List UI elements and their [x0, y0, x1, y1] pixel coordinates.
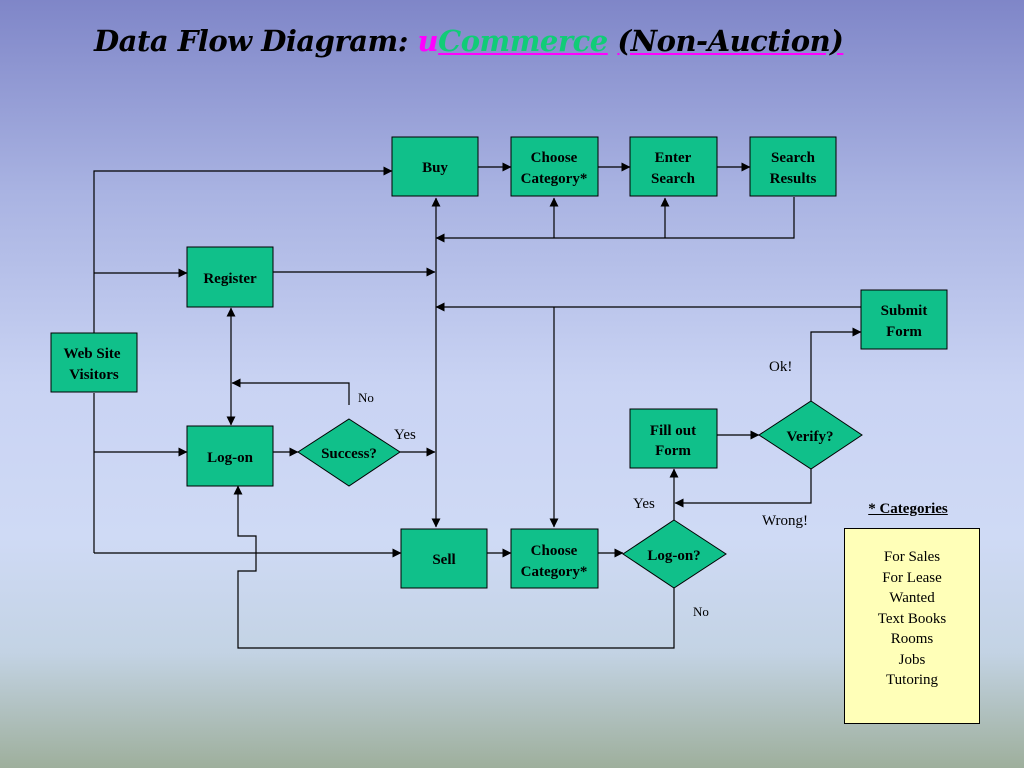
legend-item: For Sales	[883, 549, 941, 565]
label-success: Success?	[321, 446, 377, 462]
edge-label-no-success: No	[358, 390, 374, 405]
label-verify: Verify?	[787, 429, 834, 445]
label-log-on: Log-on	[207, 450, 254, 466]
edge-label-yes-logon: Yes	[633, 496, 655, 512]
node-submit-form	[860, 289, 948, 350]
title-non-auction: (Non-Auction)	[617, 24, 844, 58]
label-log-on-decision: Log-on?	[647, 548, 700, 564]
edge-label-yes-success: Yes	[394, 427, 416, 443]
categories-legend: For Sales For Lease Wanted Text Books Ro…	[844, 528, 980, 724]
edge-label-no-logon: No	[693, 604, 709, 619]
node-web-site-visitors	[50, 332, 138, 393]
legend-item: Wanted	[889, 590, 935, 606]
legend-item: Tutoring	[886, 672, 938, 688]
node-search-results	[749, 136, 837, 197]
edge-label-ok: Ok!	[769, 359, 792, 375]
node-enter-search	[629, 136, 718, 197]
title-prefix: Data Flow Diagram:	[94, 24, 418, 58]
node-buy	[391, 136, 479, 197]
node-success-decision	[297, 418, 401, 487]
edge-label-wrong: Wrong!	[762, 513, 808, 529]
node-fill-out-form	[629, 408, 718, 469]
node-sell	[400, 528, 488, 589]
node-choose-category-buy	[510, 136, 599, 197]
label-buy: Buy	[422, 160, 448, 176]
node-log-on	[186, 425, 274, 487]
node-log-on-decision	[622, 519, 727, 589]
label-sell: Sell	[432, 552, 455, 568]
legend-item: Text Books	[877, 610, 947, 627]
legend-item: Rooms	[890, 631, 934, 647]
legend-title: * Categories	[868, 501, 948, 517]
legend-item: For Lease	[882, 569, 942, 586]
diagram-title: Data Flow Diagram: uCommerce (Non-Auctio…	[94, 24, 844, 58]
node-register	[186, 246, 274, 308]
node-verify-decision	[758, 400, 863, 470]
title-u: u	[417, 24, 439, 58]
label-register: Register	[203, 271, 257, 287]
legend-item: Jobs	[898, 651, 926, 668]
connectors	[93, 162, 862, 649]
title-commerce: Commerce	[438, 24, 608, 58]
node-choose-category-sell	[510, 528, 599, 589]
